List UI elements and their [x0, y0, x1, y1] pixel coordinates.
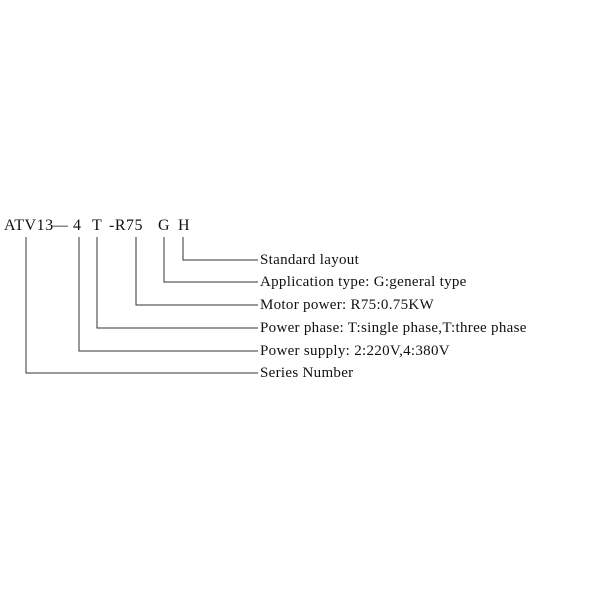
code-standard-layout: H	[178, 217, 191, 234]
leader-line-power-phase	[96, 237, 258, 329]
leader-line-standard-layout	[182, 237, 258, 261]
code-dash: —	[52, 217, 69, 234]
label-series-number: Series Number	[260, 365, 354, 381]
leader-line-motor-power	[135, 237, 258, 306]
label-power-supply: Power supply: 2:220V,4:380V	[260, 343, 450, 359]
code-power-supply: 4	[73, 217, 82, 234]
code-motor-power: -R75	[109, 217, 143, 234]
label-motor-power: Motor power: R75:0.75KW	[260, 297, 434, 313]
label-power-phase: Power phase: T:single phase,T:three phas…	[260, 320, 527, 336]
label-application-type: Application type: G:general type	[260, 274, 467, 290]
code-series: ATV13	[4, 217, 54, 234]
code-application-type: G	[158, 217, 171, 234]
label-standard-layout: Standard layout	[260, 252, 360, 268]
code-power-phase: T	[92, 217, 103, 234]
leader-line-series-number	[25, 237, 258, 374]
leader-line-power-supply	[78, 237, 258, 352]
leader-line-application-type	[163, 237, 258, 283]
